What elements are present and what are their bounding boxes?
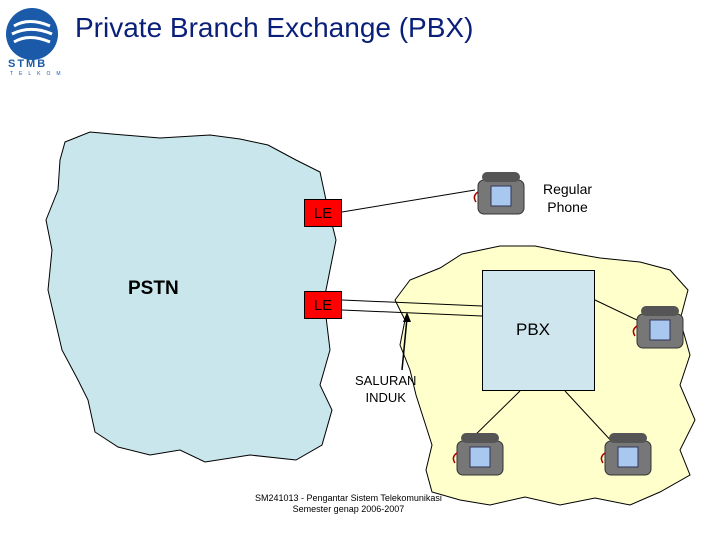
pbx-to-phone-right xyxy=(594,299,638,321)
trunk-line-lower xyxy=(341,309,483,317)
logo-name: STMB xyxy=(8,58,48,70)
trunk-line-upper xyxy=(341,299,483,307)
page-title: Private Branch Exchange (PBX) xyxy=(75,12,474,43)
regular-phone-label-line2: Phone xyxy=(547,199,588,215)
trunk-pointer xyxy=(401,317,408,371)
slide-footer: SM241013 - Pengantar Sistem Telekomunika… xyxy=(255,493,442,515)
footer-line1: SM241013 - Pengantar Sistem Telekomunika… xyxy=(255,493,442,503)
le-bottom-label: LE xyxy=(313,297,333,314)
pbx-to-phone-bottom-right xyxy=(564,390,616,446)
trunk-label-line1: SALURAN xyxy=(355,373,417,388)
pstn-label: PSTN xyxy=(128,278,179,299)
le-top-label: LE xyxy=(313,205,333,222)
pbx-box xyxy=(482,270,595,391)
regular-phone-label-line1: Regular xyxy=(543,181,593,197)
le-bottom-box: LE xyxy=(304,291,342,319)
regular-phone-label: Regular Phone xyxy=(543,180,592,216)
logo-icon xyxy=(6,8,58,60)
regular-phone-icon xyxy=(473,172,525,215)
pbx-label: PBX xyxy=(516,320,551,339)
trunk-pointer-arrowhead xyxy=(403,312,411,322)
trunk-label: SALURAN INDUK xyxy=(355,372,416,406)
pbx-phone-bottom-right-icon xyxy=(600,433,652,476)
link-le-top-to-regular-phone xyxy=(341,189,476,213)
pbx-phone-bottom-left-icon xyxy=(452,433,504,476)
pbx-phone-right-icon xyxy=(632,306,684,349)
trunk-label-line2: INDUK xyxy=(365,390,406,405)
pstn-cloud xyxy=(45,131,337,463)
le-top-box: LE xyxy=(304,199,342,227)
footer-line2: Semester genap 2006-2007 xyxy=(292,504,405,514)
logo-subtitle: TELKOM xyxy=(10,71,67,77)
